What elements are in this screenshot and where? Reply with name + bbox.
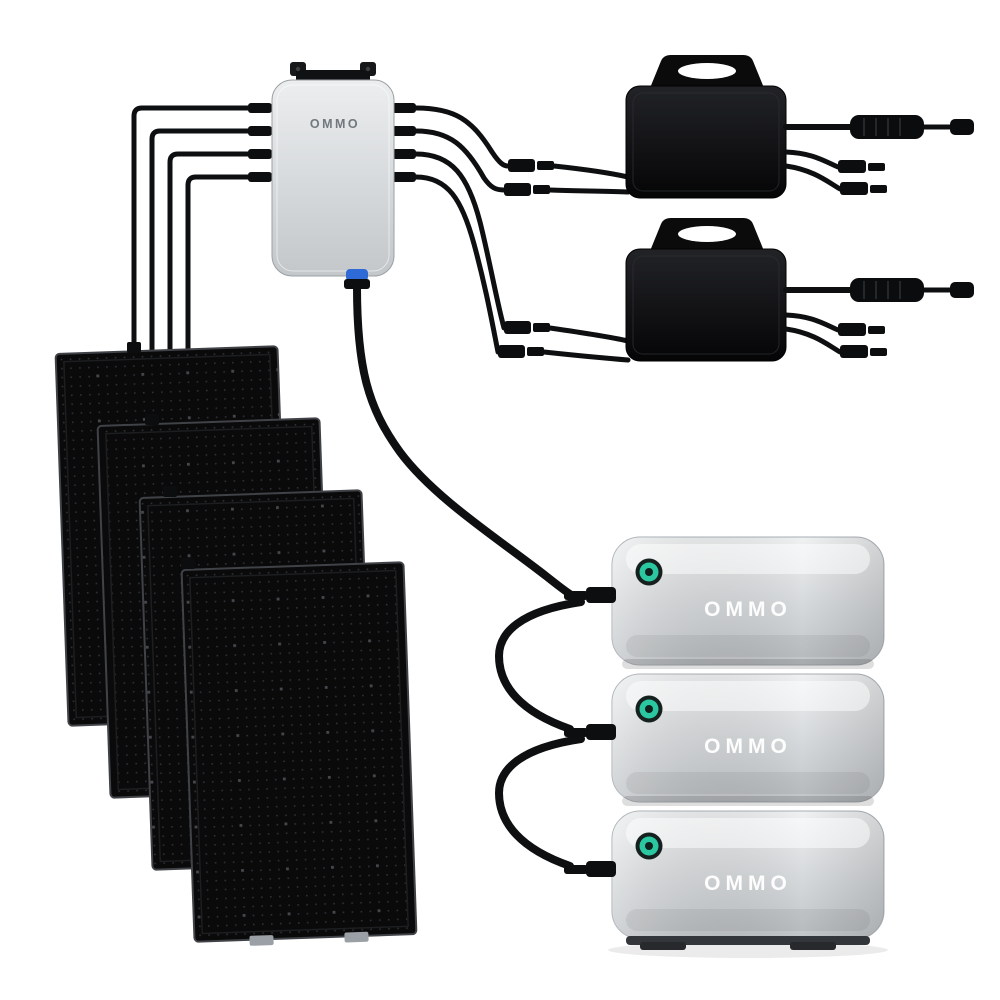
battery-top-highlight [626,681,870,711]
mc4-connector-pair [504,321,550,334]
mc4-connector-pair [498,345,544,358]
cable-inverter [413,174,501,355]
panel-junction-connector [181,558,195,569]
cable-inverter [413,151,507,331]
inverter-handle-slot [678,226,736,242]
battery-label: OMMO [704,735,792,758]
battery-input-connectors [564,587,616,877]
ac-cable-end-cap [950,282,974,298]
mc4-connector-pair [504,183,550,196]
output-port [392,149,416,159]
combiner-body-highlight [276,84,390,272]
cable-inverter [541,349,631,363]
battery-cables [353,283,585,870]
battery-bottom-shade [626,772,870,794]
panel-junction-connectors [127,342,195,569]
mc4-connector [838,160,887,195]
dc-output-connector [346,269,368,281]
combiner-label: OMMO [310,117,360,131]
battery-foot [640,942,686,950]
battery-top-highlight [626,544,870,574]
battery-label: OMMO [704,598,792,621]
inverter-dc-pigtails [783,149,843,192]
battery-bottom-shade [626,635,870,657]
inverter-dc-pigtails [783,312,843,355]
cable-panel-2 [149,128,251,421]
battery-1: OMMO [611,536,885,669]
cable-inverter [413,105,511,169]
input-port [248,149,272,159]
microinverter-1 [625,55,974,199]
ac-trunk-connector-ridges [863,281,901,299]
panel-junction-connector [163,486,177,497]
battery-gap-shadow [622,796,874,806]
battery-input-connector [564,724,616,740]
battery-2: OMMO [611,673,885,806]
cable-inverter [413,128,507,193]
panel-cables [131,105,251,565]
cable-panel-3 [167,151,251,493]
power-button-center [645,705,653,713]
output-port [392,126,416,136]
output-port [392,172,416,182]
ac-cable-end-cap [950,119,974,135]
battery-stack: OMMO OMMO OMMO [564,536,888,958]
battery-input-connector [564,587,616,603]
power-button-center [645,568,653,576]
cable-panel-4 [185,174,251,565]
cable-inverter [551,163,631,180]
dc-output-nut [344,279,370,289]
cable-panel-1 [131,105,251,349]
mc4-connector-pair [508,159,554,172]
inverter-body-seam [632,255,780,355]
inverter-handle-slot [678,63,736,79]
battery-base [626,936,870,950]
solar-panel-array [54,342,418,946]
panel-junction-connector [145,414,159,425]
battery-foot [790,942,836,950]
mounting-bracket-icon [290,62,376,82]
battery-label: OMMO [704,872,792,895]
input-port [248,103,272,113]
inverter-body [625,248,787,362]
battery-bottom-shade [626,909,870,931]
combiner-to-battery-cable [353,283,577,600]
output-port [392,103,416,113]
input-port [248,126,272,136]
combiner-body [271,79,395,277]
microinverter-2 [625,218,974,362]
panel-junction-connector [127,342,141,353]
solar-panel-4 [180,561,418,946]
combiner-unit: OMMO [248,62,416,289]
battery-link-cable-1 [495,598,585,733]
battery-input-connector [564,861,616,877]
battery-gap-shadow [622,659,874,669]
ac-trunk-connector-ridges [863,118,901,136]
battery-top-highlight [626,818,870,848]
panel-mount-tab [344,931,369,943]
power-button-center [645,842,653,850]
cable-inverter [547,187,631,195]
panel-texture [181,562,417,942]
cable-inverter [547,325,631,344]
battery-3: OMMO [611,810,885,940]
inverter-input-cables [413,105,631,363]
input-port [248,172,272,182]
panel-mount-tab [249,935,274,946]
combiner-input-ports [248,103,416,182]
panel-border [189,569,409,935]
inverter-body-seam [632,92,780,192]
inverter-body [625,85,787,199]
battery-link-cable-2 [495,735,585,870]
mc4-connector-pairs [498,159,554,358]
mc4-connector [838,323,887,358]
